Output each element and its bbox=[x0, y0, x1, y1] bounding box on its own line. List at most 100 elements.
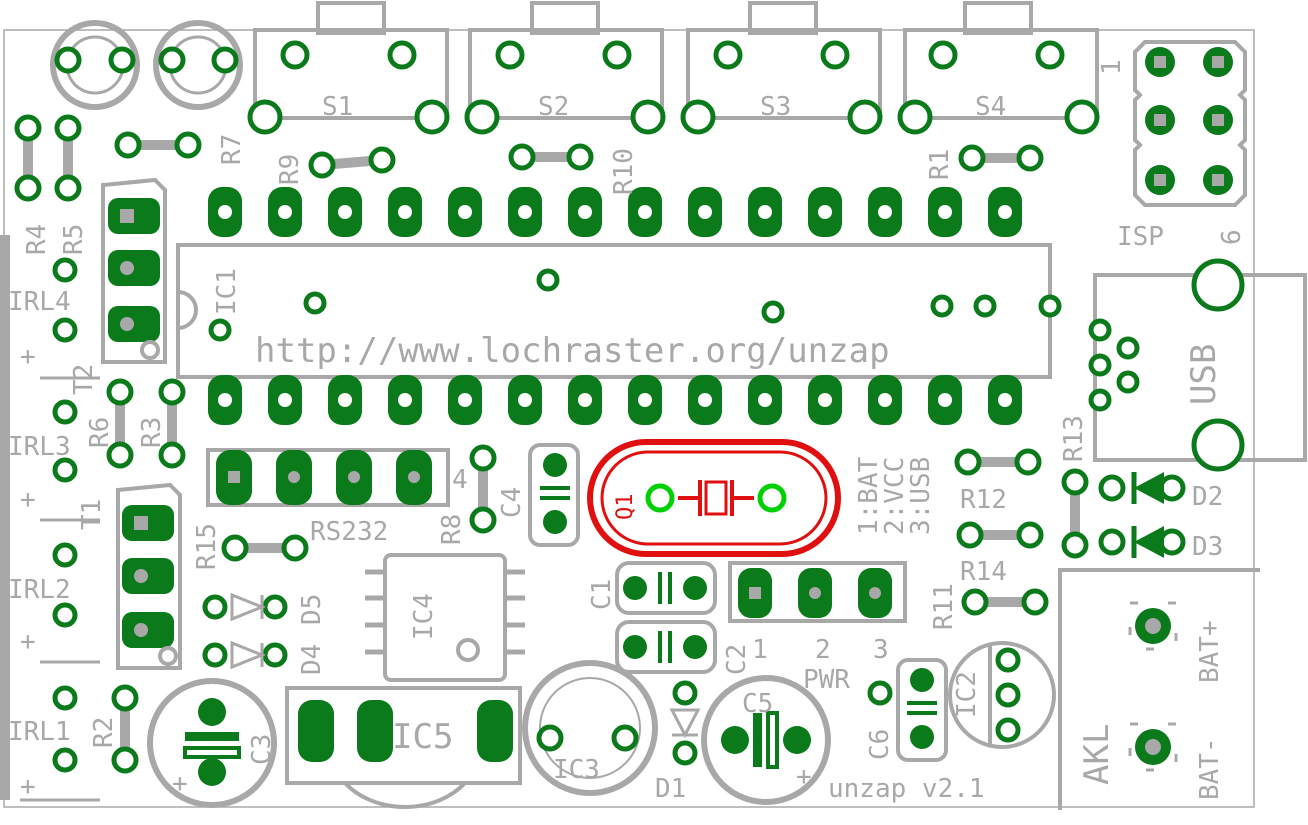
rs232-pin-label: 4 bbox=[452, 465, 468, 495]
r10-label: R10 bbox=[609, 148, 639, 195]
irl3-plus: + bbox=[20, 485, 36, 515]
c6-label: C6 bbox=[865, 729, 895, 760]
r4-label: R4 bbox=[22, 224, 52, 255]
s2-label: S2 bbox=[538, 92, 569, 122]
resistor-r14: R14 bbox=[956, 521, 1044, 587]
switch-s2: S2 bbox=[464, 1, 666, 135]
capacitor-c1: C1 bbox=[587, 561, 717, 615]
transistor-t2: T2 bbox=[69, 177, 167, 395]
irl3-label: IRL3 bbox=[8, 432, 71, 462]
left-connector-strip bbox=[0, 235, 10, 800]
diode-d5: D5 bbox=[202, 592, 327, 625]
pwr-pin2-label: 2 bbox=[815, 635, 831, 665]
t1-label: T1 bbox=[77, 499, 107, 530]
capacitor-c6: C6 bbox=[865, 658, 948, 762]
irl4-plus: + bbox=[20, 342, 36, 372]
pwr-opt1: 1:BAT bbox=[854, 456, 884, 535]
c5-plus: + bbox=[796, 762, 812, 792]
capacitor-c5: C5 + bbox=[701, 675, 831, 805]
diode-d4: D4 bbox=[202, 640, 327, 675]
vias bbox=[208, 268, 1062, 342]
ir-led-irl4: IRL4 + bbox=[8, 257, 78, 372]
bat-minus-pad bbox=[1128, 722, 1178, 772]
ic5-regulator: IC5 bbox=[285, 686, 522, 809]
resistor-r12: R12 bbox=[954, 448, 1042, 515]
d1-label: D1 bbox=[655, 774, 686, 804]
ic2-regulator: IC2 bbox=[948, 641, 1056, 749]
ic1-microcontroller: IC1 http://www.lochraster.org/unzap bbox=[176, 187, 1052, 425]
diode-d1: D1 bbox=[655, 680, 701, 804]
ir-led-irl1: IRL1 + bbox=[8, 685, 78, 802]
irl4-label: IRL4 bbox=[8, 287, 71, 317]
c3-plus: + bbox=[172, 769, 188, 799]
pwr-opt2: 2:VCC bbox=[880, 457, 910, 535]
t2-label: T2 bbox=[69, 364, 99, 395]
isp-pin6-label: 6 bbox=[1217, 229, 1247, 245]
r1-label: R1 bbox=[925, 149, 955, 180]
r5-label: R5 bbox=[59, 224, 89, 255]
s4-label: S4 bbox=[975, 92, 1006, 122]
board-title: unzap v2.1 bbox=[828, 774, 985, 804]
c5-label: C5 bbox=[742, 689, 773, 719]
r8-label: R8 bbox=[437, 514, 467, 545]
irl1-label: IRL1 bbox=[8, 717, 71, 747]
ic1-label: IC1 bbox=[212, 268, 242, 315]
q1-label: Q1 bbox=[613, 494, 638, 521]
resistor-r15: R15 bbox=[192, 523, 309, 570]
c1-label: C1 bbox=[587, 579, 617, 610]
board-url: http://www.lochraster.org/unzap bbox=[255, 331, 890, 371]
resistor-r6: R6 bbox=[85, 378, 134, 469]
crystal-q1: Q1 bbox=[587, 439, 841, 557]
pwr-label: PWR bbox=[803, 665, 850, 695]
ic4-eeprom: IC4 bbox=[365, 553, 525, 682]
d4-label: D4 bbox=[297, 644, 327, 675]
rs232-header: RS232 bbox=[206, 448, 450, 547]
r15-label: R15 bbox=[192, 523, 222, 570]
power-options: 1:BAT 2:VCC 3:USB bbox=[854, 456, 936, 535]
isp-label: ISP bbox=[1117, 222, 1164, 252]
pwr-pin1-label: 1 bbox=[752, 635, 768, 665]
bat-plus-pad bbox=[1128, 601, 1178, 651]
switch-s4: S4 bbox=[897, 1, 1100, 135]
r14-label: R14 bbox=[960, 557, 1007, 587]
resistor-r2: R2 bbox=[89, 684, 139, 774]
d3-label: D3 bbox=[1192, 532, 1223, 562]
r13-label: R13 bbox=[1059, 415, 1089, 462]
resistor-r5: R5 bbox=[54, 114, 89, 255]
isp-header: ISP 1 6 bbox=[1097, 40, 1247, 252]
ic1-pins-bottom bbox=[208, 375, 1022, 425]
resistor-r11: R11 bbox=[929, 583, 1049, 630]
ic4-label: IC4 bbox=[409, 593, 439, 640]
akl-label: AKL bbox=[1077, 724, 1117, 785]
diode-d3: D3 bbox=[1098, 526, 1223, 562]
rs232-label: RS232 bbox=[310, 517, 388, 547]
switch-s3: S3 bbox=[680, 1, 883, 135]
transistor-t1: T1 bbox=[77, 482, 182, 670]
c4-label: C4 bbox=[497, 487, 527, 518]
r11-label: R11 bbox=[929, 583, 959, 630]
ic5-label: IC5 bbox=[392, 717, 453, 757]
r2-label: R2 bbox=[89, 717, 119, 748]
usb-label: USB bbox=[1184, 344, 1224, 405]
r3-label: R3 bbox=[137, 417, 167, 448]
bat-plus-label: BAT+ bbox=[1195, 620, 1225, 683]
resistor-r9: R9 bbox=[275, 146, 396, 185]
irl2-plus: + bbox=[20, 627, 36, 657]
pwr-jumper: 1 2 3 PWR bbox=[728, 561, 907, 695]
ic3-buzzer: IC3 bbox=[522, 660, 658, 796]
ir-led-irl3: IRL3 + bbox=[8, 399, 78, 515]
s1-label: S1 bbox=[322, 92, 353, 122]
switch-s1: S1 bbox=[247, 1, 450, 135]
resistor-r8: R8 4 bbox=[437, 444, 497, 545]
c3-label: C3 bbox=[247, 734, 277, 765]
r12-label: R12 bbox=[960, 485, 1007, 515]
c2-label: C2 bbox=[722, 644, 752, 675]
s3-label: S3 bbox=[760, 92, 791, 122]
r9-label: R9 bbox=[275, 154, 305, 185]
ic3-label: IC3 bbox=[553, 755, 600, 785]
resistor-r1: R1 bbox=[925, 144, 1044, 180]
resistor-r10: R10 bbox=[508, 143, 639, 195]
r6-label: R6 bbox=[85, 417, 115, 448]
d2-label: D2 bbox=[1192, 482, 1223, 512]
